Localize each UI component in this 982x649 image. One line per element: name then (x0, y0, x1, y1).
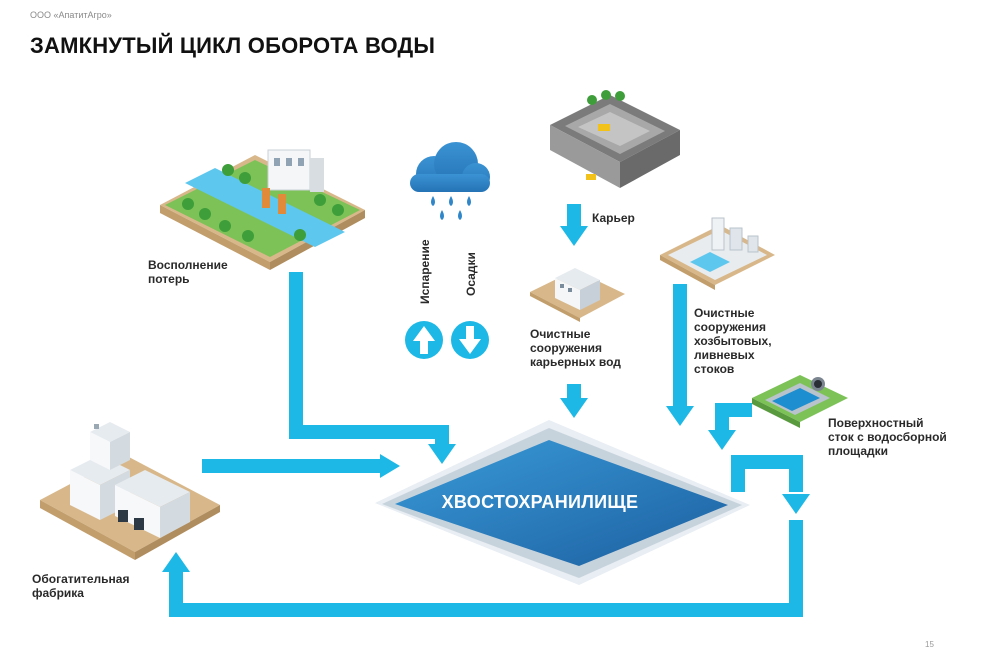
head-quarry-treatment (560, 398, 588, 418)
quarry-treatment-illustration (530, 268, 625, 322)
head-plant (380, 454, 400, 478)
precipitation-down-icon (451, 321, 489, 359)
label-quarry-treatment: Очистные сооружения карьерных вод (530, 327, 621, 369)
label-plant: Обогатительная фабрика (32, 572, 130, 600)
flow-arrows (169, 204, 803, 617)
head-outlet (782, 494, 810, 514)
company-name: ООО «АпатитАгро» (30, 10, 112, 20)
makeup-station-illustration (160, 149, 365, 270)
page-title: ЗАМКНУТЫЙ ЦИКЛ ОБОРОТА ВОДЫ (30, 33, 436, 58)
surface-runoff-illustration (752, 375, 848, 428)
label-precipitation: Осадки (464, 252, 478, 296)
quarry-illustration (550, 90, 680, 188)
arrow-outlet-loop (731, 455, 803, 492)
label-surface-runoff: Поверхностный сток с водосборной площадк… (828, 416, 947, 458)
page-number: 15 (925, 640, 934, 649)
arrow-return-to-plant (169, 520, 803, 617)
head-return (162, 552, 190, 572)
tailings-pond (375, 420, 750, 585)
evaporation-up-icon (405, 321, 443, 359)
head-makeup (428, 444, 456, 464)
domestic-treatment-illustration (660, 217, 775, 290)
head-quarry (560, 226, 588, 246)
label-quarry: Карьер (592, 211, 635, 225)
head-domestic (666, 406, 694, 426)
label-tailings: ХВОСТОХРАНИЛИЩЕ (441, 492, 639, 512)
arrow-heads (162, 226, 810, 572)
rain-cloud-icon (410, 142, 490, 220)
label-makeup: Восполнение потерь (148, 258, 228, 286)
arrow-makeup-to-pond (289, 272, 449, 446)
processing-plant-illustration (40, 422, 220, 560)
label-domestic-treatment: Очистные сооружения хозбытовых, ливневых… (694, 306, 772, 376)
arrow-runoff (715, 403, 752, 430)
label-evaporation: Испарение (418, 239, 432, 304)
head-runoff (708, 430, 736, 450)
